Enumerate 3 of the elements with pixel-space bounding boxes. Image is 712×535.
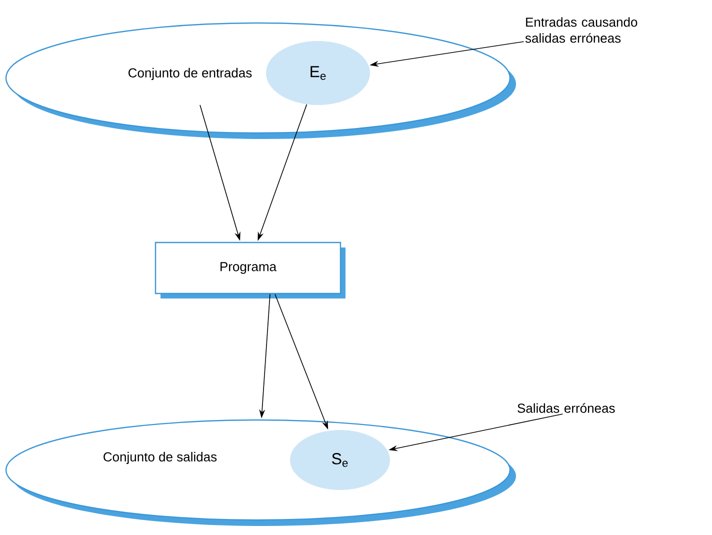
- callout-text: Salidas erróneas: [518, 403, 615, 413]
- process-box: Programa: [154, 242, 346, 298]
- callout-text: Entradas causando salidas erróneas: [525, 17, 638, 43]
